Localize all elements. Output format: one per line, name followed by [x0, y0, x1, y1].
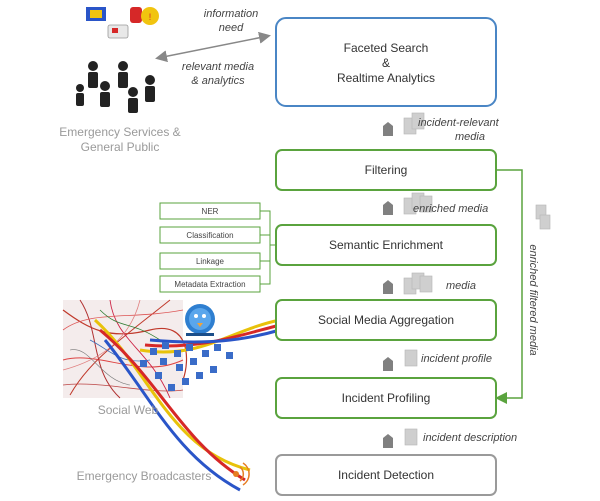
relevant-media-analytics-label: & analytics — [191, 75, 245, 87]
incident-detection-box — [275, 454, 497, 496]
faceted-search-box — [275, 17, 497, 107]
emergency-services-label: Emergency Services & — [59, 125, 180, 139]
incident-description-label: incident description — [423, 432, 517, 444]
semantic-enrichment-label: Semantic Enrichment — [329, 238, 444, 252]
media-label: media — [446, 280, 476, 292]
metadata-extraction-module-label: Metadata Extraction — [174, 280, 245, 289]
general-public-label: General Public — [81, 140, 160, 154]
social-media-aggregation-label: Social Media Aggregation — [318, 313, 454, 327]
incident-detection-label: Incident Detection — [338, 468, 434, 482]
broadcast-signal-icon — [233, 462, 250, 486]
linkage-module-label: Linkage — [196, 257, 225, 266]
classification-module-label: Classification — [186, 231, 233, 240]
incident-relevant-media-label: media — [455, 131, 485, 143]
information-need-label-2: need — [219, 22, 244, 34]
data-packets — [140, 342, 233, 391]
social-web-label: Social Web — [98, 403, 159, 417]
ner-module-label: NER — [202, 207, 219, 216]
users-search-arrow — [155, 31, 271, 63]
faceted-search-title: Faceted Search — [344, 41, 429, 55]
filtering-label: Filtering — [365, 163, 408, 177]
relevant-media-label: relevant media — [182, 61, 254, 73]
stage-arrows — [383, 122, 393, 448]
people-group-icon — [76, 61, 155, 113]
incident-relevant-label: incident-relevant — [418, 117, 500, 129]
twitter-bird-icon — [185, 304, 215, 336]
feedback-arrow — [495, 169, 523, 404]
information-need-label: information — [204, 8, 258, 20]
emergency-broadcasters-label: Emergency Broadcasters — [77, 469, 212, 483]
incident-profile-label: incident profile — [421, 353, 492, 365]
document-stacks — [403, 112, 551, 446]
incident-profiling-label: Incident Profiling — [342, 391, 431, 405]
faceted-search-subtitle: Realtime Analytics — [337, 71, 435, 85]
emergency-vehicles-icon: ! — [86, 7, 159, 39]
enriched-filtered-media-label: enriched filtered media — [527, 244, 539, 355]
enrichment-modules: NER Classification Linkage Metadata Extr… — [159, 202, 276, 293]
svg-text:!: ! — [149, 12, 152, 22]
enriched-media-label: enriched media — [413, 203, 488, 215]
social-media-aggregation-box — [275, 299, 497, 341]
faceted-search-ampersand: & — [382, 56, 390, 70]
